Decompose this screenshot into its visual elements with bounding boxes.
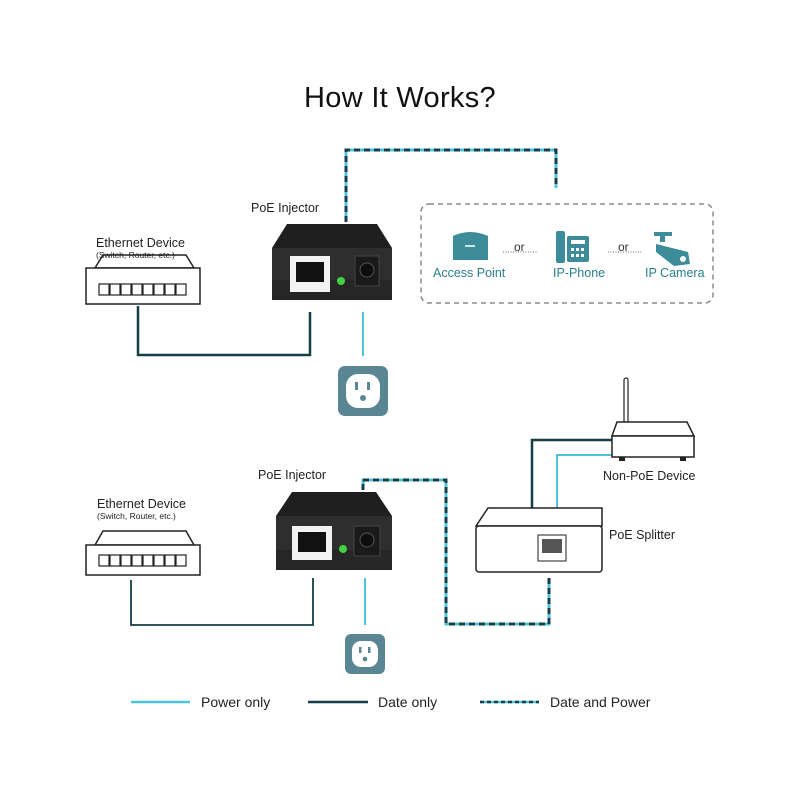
switch-port [120, 283, 132, 296]
legend-data-label: Date only [378, 694, 438, 710]
switch-port [175, 283, 187, 296]
access-point-label: Access Point [433, 266, 506, 280]
switch-port [153, 554, 165, 567]
switch-port [175, 554, 187, 567]
bottom-combined-cable [361, 478, 551, 626]
ip-camera-icon [654, 232, 690, 266]
diagram-title: How It Works? [304, 82, 496, 114]
ip-camera-label: IP Camera [645, 266, 705, 280]
switch-port [109, 283, 121, 296]
poe-splitter-label: PoE Splitter [609, 528, 676, 542]
or-separator-2: or [618, 240, 629, 254]
switch-port [98, 283, 110, 296]
top-ethernet-device-sublabel: (Switch, Router, etc.) [96, 250, 175, 260]
bottom-data-cable [130, 578, 314, 626]
switch-port [164, 283, 176, 296]
legend-power-label: Power only [201, 694, 271, 710]
splitter-data-cable [530, 438, 612, 508]
top-poe-injector [272, 224, 392, 300]
top-ethernet-switch [85, 254, 201, 305]
top-data-cable [136, 306, 312, 357]
powered-device-group-box [420, 203, 714, 304]
switch-port [142, 554, 154, 567]
non-poe-device-label: Non-PoE Device [603, 469, 696, 483]
switch-port [142, 283, 154, 296]
bottom-ethernet-device-label: Ethernet Device [97, 497, 186, 511]
switch-port [131, 283, 143, 296]
or-separator-1: or [514, 240, 525, 254]
switch-port [164, 554, 176, 567]
switch-port [109, 554, 121, 567]
bottom-injector-label: PoE Injector [258, 468, 327, 482]
top-injector-label: PoE Injector [251, 201, 320, 215]
bottom-ethernet-device-sublabel: (Switch, Router, etc.) [97, 511, 176, 521]
bottom-ethernet-switch [85, 530, 201, 576]
access-point-icon [453, 232, 488, 260]
poe-splitter [474, 507, 603, 573]
switch-port [153, 283, 165, 296]
ip-phone-label: IP-Phone [553, 266, 606, 280]
bottom-power-outlet-icon [345, 634, 385, 674]
bottom-poe-injector [276, 492, 392, 570]
top-power-outlet-icon [338, 366, 388, 416]
non-poe-device [610, 377, 696, 461]
ip-phone-icon [556, 231, 589, 263]
switch-port [98, 554, 110, 567]
legend-both-label: Date and Power [550, 694, 651, 710]
switch-port [120, 554, 132, 567]
switch-port [131, 554, 143, 567]
top-ethernet-device-label: Ethernet Device [96, 236, 185, 250]
top-combined-cable [344, 148, 558, 222]
splitter-power-cable [556, 454, 612, 508]
